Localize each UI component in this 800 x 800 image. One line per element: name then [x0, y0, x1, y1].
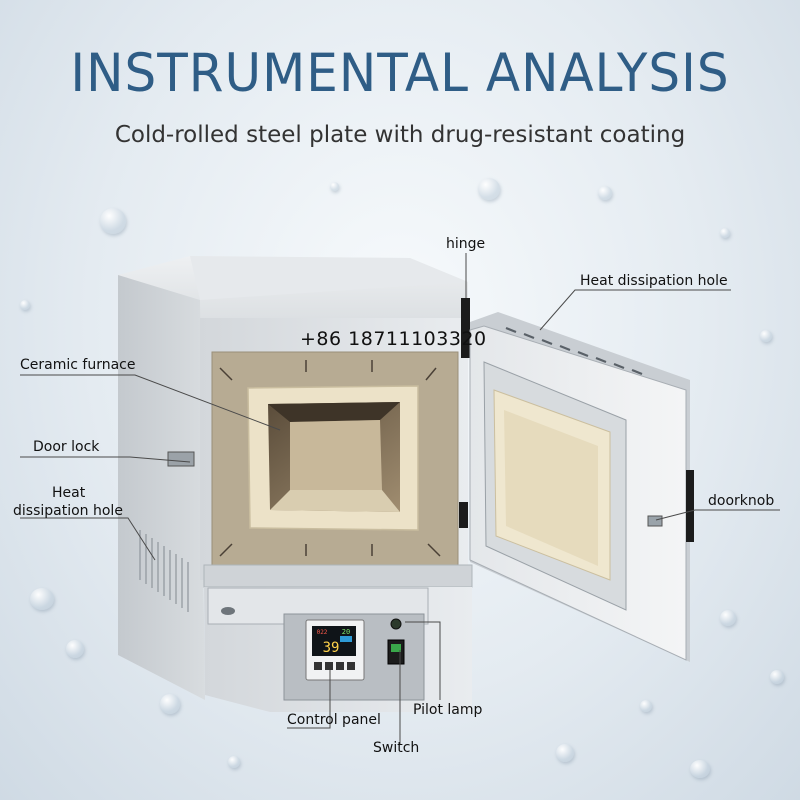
label-door-lock: Door lock — [33, 439, 100, 455]
label-control-panel: Control panel — [287, 712, 381, 728]
page-subtitle: Cold-rolled steel plate with drug-resist… — [114, 122, 686, 148]
callout-leader-lines — [20, 253, 780, 745]
water-droplet — [556, 744, 574, 762]
side-heat-dissipation-vents — [139, 530, 189, 612]
water-droplet — [720, 610, 736, 626]
door-heat-dissipation-vents — [505, 326, 643, 376]
controller-sv-readout: 20 — [342, 628, 350, 636]
water-droplet — [66, 640, 84, 658]
label-hinge: hinge — [446, 236, 486, 252]
water-droplet — [228, 756, 240, 768]
water-droplet — [100, 208, 126, 234]
label-doorknob: doorknob — [708, 493, 775, 509]
water-droplet — [160, 694, 180, 714]
label-ceramic-furnace: Ceramic furnace — [20, 357, 136, 373]
water-droplet — [760, 330, 772, 342]
water-droplet — [640, 700, 652, 712]
controller-buttons[interactable] — [314, 662, 355, 670]
door-lock-latch — [167, 451, 195, 467]
controller-out-readout: 022 — [317, 629, 328, 636]
controller-pv-readout: 39 — [323, 640, 340, 656]
water-droplet — [690, 760, 710, 778]
hinge-top — [461, 298, 470, 358]
label-heat-dissipation-hole-top: Heat dissipation hole — [580, 273, 728, 289]
phone-watermark: +86 18711103320 — [300, 328, 487, 350]
water-droplet — [30, 588, 54, 610]
label-heat-dissipation-hole-side-line1: Heat — [52, 485, 86, 501]
furnace-side-panel — [118, 275, 205, 700]
water-droplet — [598, 186, 612, 200]
label-switch: Switch — [373, 740, 420, 756]
doorknob-handle[interactable] — [686, 470, 694, 542]
water-droplet — [20, 300, 30, 310]
water-droplet — [330, 182, 339, 191]
pilot-lamp-icon — [390, 618, 402, 630]
label-heat-dissipation-hole-side-line2: dissipation hole — [13, 503, 123, 519]
water-droplet — [478, 178, 500, 200]
water-droplet — [720, 228, 730, 238]
water-droplet — [770, 670, 784, 684]
hinge-bottom — [459, 502, 468, 528]
label-pilot-lamp: Pilot lamp — [413, 702, 483, 718]
page-title: INSTRUMENTAL ANALYSIS — [70, 42, 730, 104]
